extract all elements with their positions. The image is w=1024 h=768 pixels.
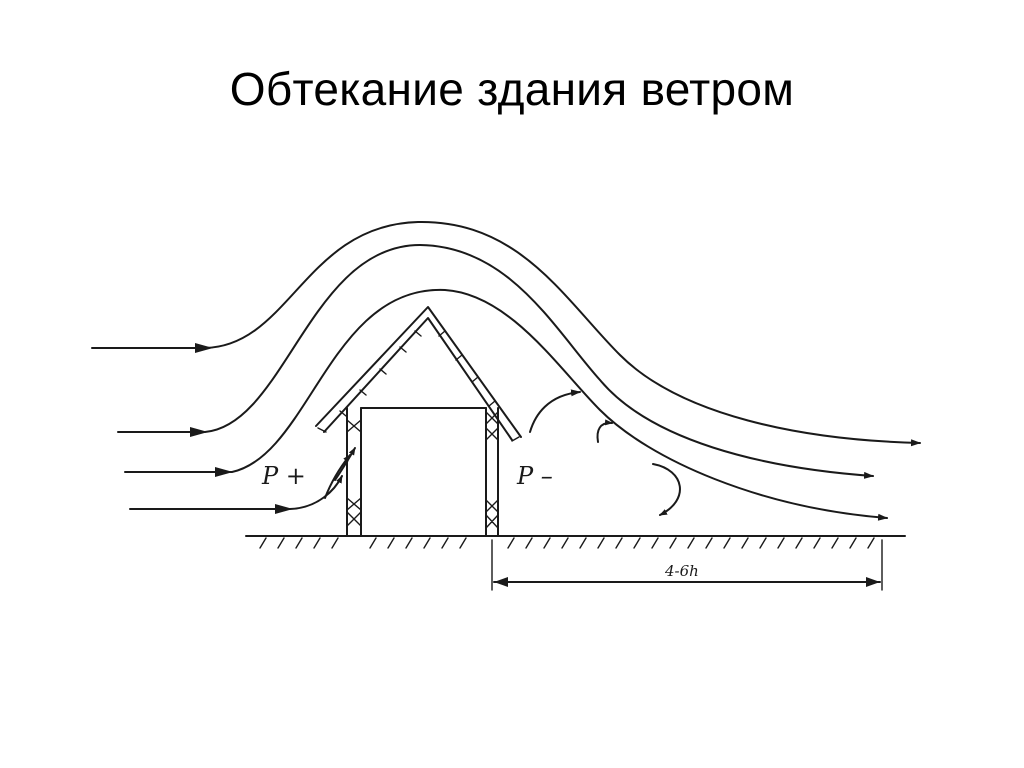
label-wake-length: 4-6h — [664, 562, 699, 580]
eddy-near-roof — [529, 389, 581, 433]
inflow-arrowhead — [275, 504, 293, 514]
label-leeward-pressure: P – — [516, 462, 553, 490]
streamlines — [91, 220, 921, 521]
house — [315, 306, 522, 537]
house-roof — [315, 306, 522, 442]
inflow-arrowhead — [190, 427, 208, 437]
inflow-arrowhead — [195, 343, 213, 353]
streamline-upper — [117, 244, 874, 479]
windward-flow-arrows — [324, 447, 356, 499]
slide-title: Обтекание здания ветром — [229, 63, 795, 115]
leeward-eddies — [529, 389, 681, 516]
house-right-wall — [485, 407, 499, 537]
streamline-middle — [124, 288, 888, 521]
eddy-middle — [596, 419, 613, 443]
ground — [245, 535, 906, 549]
streamline-top — [91, 220, 921, 447]
eddy-low — [652, 463, 681, 516]
streamline-bottom — [129, 475, 343, 510]
wake-length-dimension: 4-6h — [491, 539, 883, 591]
inflow-arrowhead — [215, 467, 233, 477]
label-windward-pressure: P + — [261, 462, 306, 490]
house-left-wall — [346, 407, 362, 537]
